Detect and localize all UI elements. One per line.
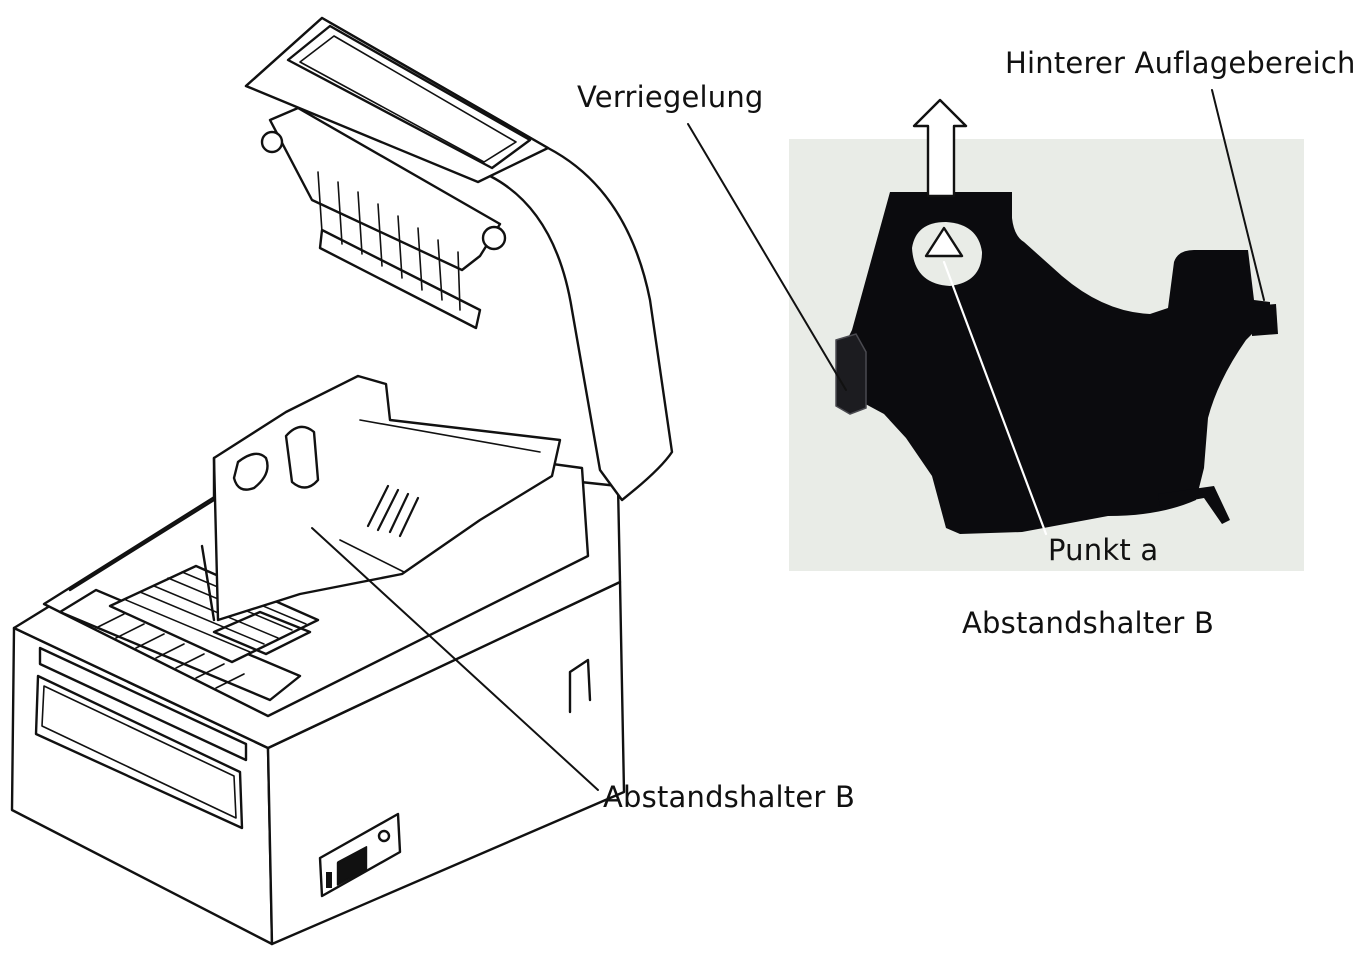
front-lever [212, 610, 312, 656]
leader-lines [311, 89, 1265, 791]
thermal-head-ribs [317, 171, 461, 311]
front-window [34, 674, 244, 830]
switch-slot [326, 872, 332, 888]
compartment-left-wall [68, 456, 216, 622]
label-abstandshalter-b-printer: Abstandshalter B [603, 780, 856, 814]
platen-ribs [95, 613, 245, 689]
lid-hinge-right [481, 225, 507, 251]
leader-abstandshalter-printer [311, 527, 599, 791]
leader-punkt-a [942, 260, 1048, 536]
thermal-head [268, 106, 502, 272]
printer-illustration [10, 16, 674, 946]
up-arrow-icon [912, 98, 968, 198]
label-abstandshalter-b-photo: Abstandshalter B [962, 606, 1215, 640]
power-switch [336, 846, 368, 886]
lid-slot-inner [299, 35, 517, 163]
paper-exit-slot [38, 646, 248, 762]
status-led [377, 829, 391, 843]
platen-roller [58, 588, 302, 702]
lid-hinge-left [260, 130, 284, 154]
triangle-marker-icon [924, 226, 964, 258]
label-punkt-a: Punkt a [1048, 533, 1159, 567]
leader-verriegelung [687, 123, 847, 391]
side-notch [568, 658, 592, 714]
label-verriegelung: Verriegelung [577, 80, 764, 114]
latch [835, 333, 867, 415]
front-window-inner [41, 685, 237, 819]
spacer-b-slots [366, 484, 420, 538]
spacer-b-ridge [339, 419, 541, 573]
head-bracket [318, 228, 482, 330]
spacer-photo [789, 98, 1304, 571]
lid-top-panel [244, 16, 550, 184]
leader-hinterer-auflagebereich [1211, 89, 1265, 301]
lid-slot [286, 24, 532, 170]
rear-support-pin [1252, 304, 1278, 336]
bottom-tab [1158, 486, 1230, 524]
label-hinterer-auflagebereich: Hinterer Auflagebereich [1005, 46, 1356, 80]
spacer-b-drawing [212, 374, 562, 622]
spacer-b-hook [284, 425, 320, 489]
spacer-b-hole [232, 452, 269, 491]
